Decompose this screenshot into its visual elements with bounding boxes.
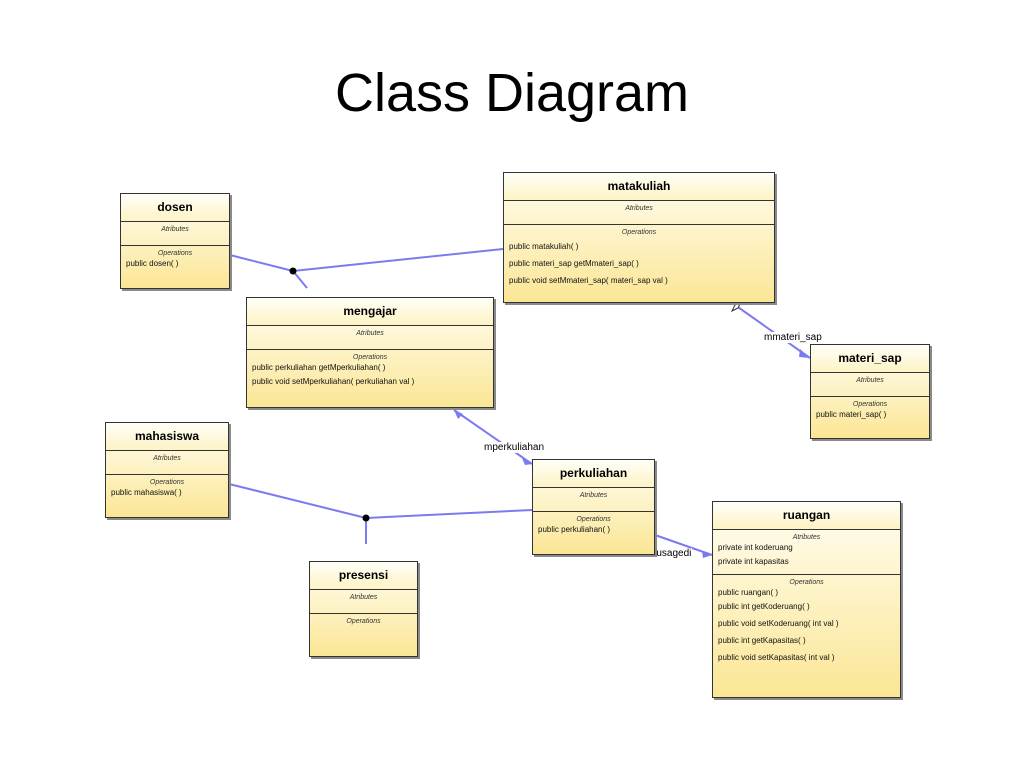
operations-label: Operations xyxy=(346,618,381,625)
operations-section: Operations public dosen( ) xyxy=(121,246,229,271)
assoc-mahasiswa-presensi xyxy=(228,483,367,519)
attributes-section: Atributes xyxy=(121,222,229,246)
class-presensi[interactable]: presensi Atributes Operations xyxy=(309,561,418,657)
role-label-rusagedi: rusagedi xyxy=(652,548,693,559)
operations-label: Operations xyxy=(149,479,185,486)
class-perkuliahan[interactable]: perkuliahan Atributes Operations public … xyxy=(532,459,655,555)
operations-section: Operations public perkuliahan getMperkul… xyxy=(247,350,493,392)
operations-section: Operations public ruangan( ) public int … xyxy=(713,575,900,668)
attributes-section: Atributes xyxy=(247,326,493,350)
page-title: Class Diagram xyxy=(334,63,690,123)
operation: public materi_sap getMmateri_sap( ) xyxy=(509,259,639,268)
class-ruangan[interactable]: ruangan Atributes private int koderuang … xyxy=(712,501,901,698)
operation: public ruangan( ) xyxy=(718,588,779,597)
association-node-presensi xyxy=(362,514,370,522)
attributes-label: Atributes xyxy=(356,330,384,337)
role-label-mmateri-sap: mmateri_sap xyxy=(763,332,823,343)
class-name: presensi xyxy=(310,562,417,590)
attributes-label: Atributes xyxy=(161,226,189,233)
arrowhead-mengajar xyxy=(454,410,463,419)
class-dosen[interactable]: dosen Atributes Operations public dosen(… xyxy=(120,193,230,289)
operation: public void setKoderuang( int val ) xyxy=(718,619,839,628)
operation: public matakuliah( ) xyxy=(509,242,579,251)
class-name: mahasiswa xyxy=(106,423,228,451)
attributes-section: Atributes xyxy=(310,590,417,614)
operation: public void setMperkuliahan( perkuliahan… xyxy=(252,377,415,386)
operation: public dosen( ) xyxy=(126,259,179,268)
attributes-label: Atributes xyxy=(625,205,653,212)
assoc-dosen-mengajar xyxy=(229,254,294,272)
class-mengajar[interactable]: mengajar Atributes Operations public per… xyxy=(246,297,494,408)
assoc-class-link-mengajar xyxy=(292,270,308,289)
assoc-presensi-perkuliahan xyxy=(365,509,533,519)
operations-section: Operations xyxy=(310,614,417,629)
attributes-section: Atributes xyxy=(106,451,228,475)
operations-section: Operations public materi_sap( ) xyxy=(811,397,929,422)
operation: public materi_sap( ) xyxy=(816,410,887,419)
class-name: perkuliahan xyxy=(533,460,654,488)
class-materi-sap[interactable]: materi_sap Atributes Operations public m… xyxy=(810,344,930,439)
class-name: ruangan xyxy=(713,502,900,530)
assoc-mengajar-matakuliah xyxy=(292,248,504,272)
operations-section: Operations public perkuliahan( ) xyxy=(533,512,654,537)
attribute: private int kapasitas xyxy=(718,557,789,566)
association-node-mengajar xyxy=(289,267,297,275)
attributes-section: Atributes xyxy=(533,488,654,512)
operation: public perkuliahan getMperkuliahan( ) xyxy=(252,363,386,372)
attribute: private int koderuang xyxy=(718,543,793,552)
aggregation-diamond xyxy=(730,300,743,313)
attributes-section: Atributes private int koderuang private … xyxy=(713,530,900,575)
operations-label: Operations xyxy=(352,354,388,361)
operations-section: Operations public mahasiswa( ) xyxy=(106,475,228,500)
operations-label: Operations xyxy=(157,250,193,257)
attributes-section: Atributes xyxy=(504,201,774,225)
role-label-mperkuliahan: mperkuliahan xyxy=(483,442,546,453)
class-matakuliah[interactable]: matakuliah Atributes Operations public m… xyxy=(503,172,775,303)
operations-label: Operations xyxy=(621,229,657,236)
operation: public void setKapasitas( int val ) xyxy=(718,653,835,662)
operations-label: Operations xyxy=(852,401,888,408)
class-name: materi_sap xyxy=(811,345,929,373)
class-name: mengajar xyxy=(247,298,493,326)
operation: public mahasiswa( ) xyxy=(111,488,182,497)
operation: public perkuliahan( ) xyxy=(538,525,611,534)
class-mahasiswa[interactable]: mahasiswa Atributes Operations public ma… xyxy=(105,422,229,518)
operations-label: Operations xyxy=(576,516,611,523)
attributes-label: Atributes xyxy=(856,377,884,384)
arrowhead-ruangan xyxy=(702,551,712,558)
operation: public int getKoderuang( ) xyxy=(718,602,810,611)
attributes-section: Atributes xyxy=(811,373,929,397)
attributes-label: Atributes xyxy=(792,534,821,541)
arrowhead-materi-sap xyxy=(799,349,810,358)
operation: public void setMmateri_sap( materi_sap v… xyxy=(509,276,668,285)
arrowhead-perkuliahan xyxy=(522,458,532,465)
attributes-label: Atributes xyxy=(349,594,378,601)
assoc-matakuliah-materi-sap xyxy=(734,304,811,359)
operations-label: Operations xyxy=(789,579,824,586)
operation: public int getKapasitas( ) xyxy=(718,636,806,645)
class-name: matakuliah xyxy=(504,173,774,201)
assoc-mengajar-perkuliahan xyxy=(453,409,533,465)
attributes-label: Atributes xyxy=(579,492,608,499)
attributes-label: Atributes xyxy=(153,455,181,462)
operations-section: Operations public matakuliah( ) public m… xyxy=(504,225,774,291)
class-name: dosen xyxy=(121,194,229,222)
